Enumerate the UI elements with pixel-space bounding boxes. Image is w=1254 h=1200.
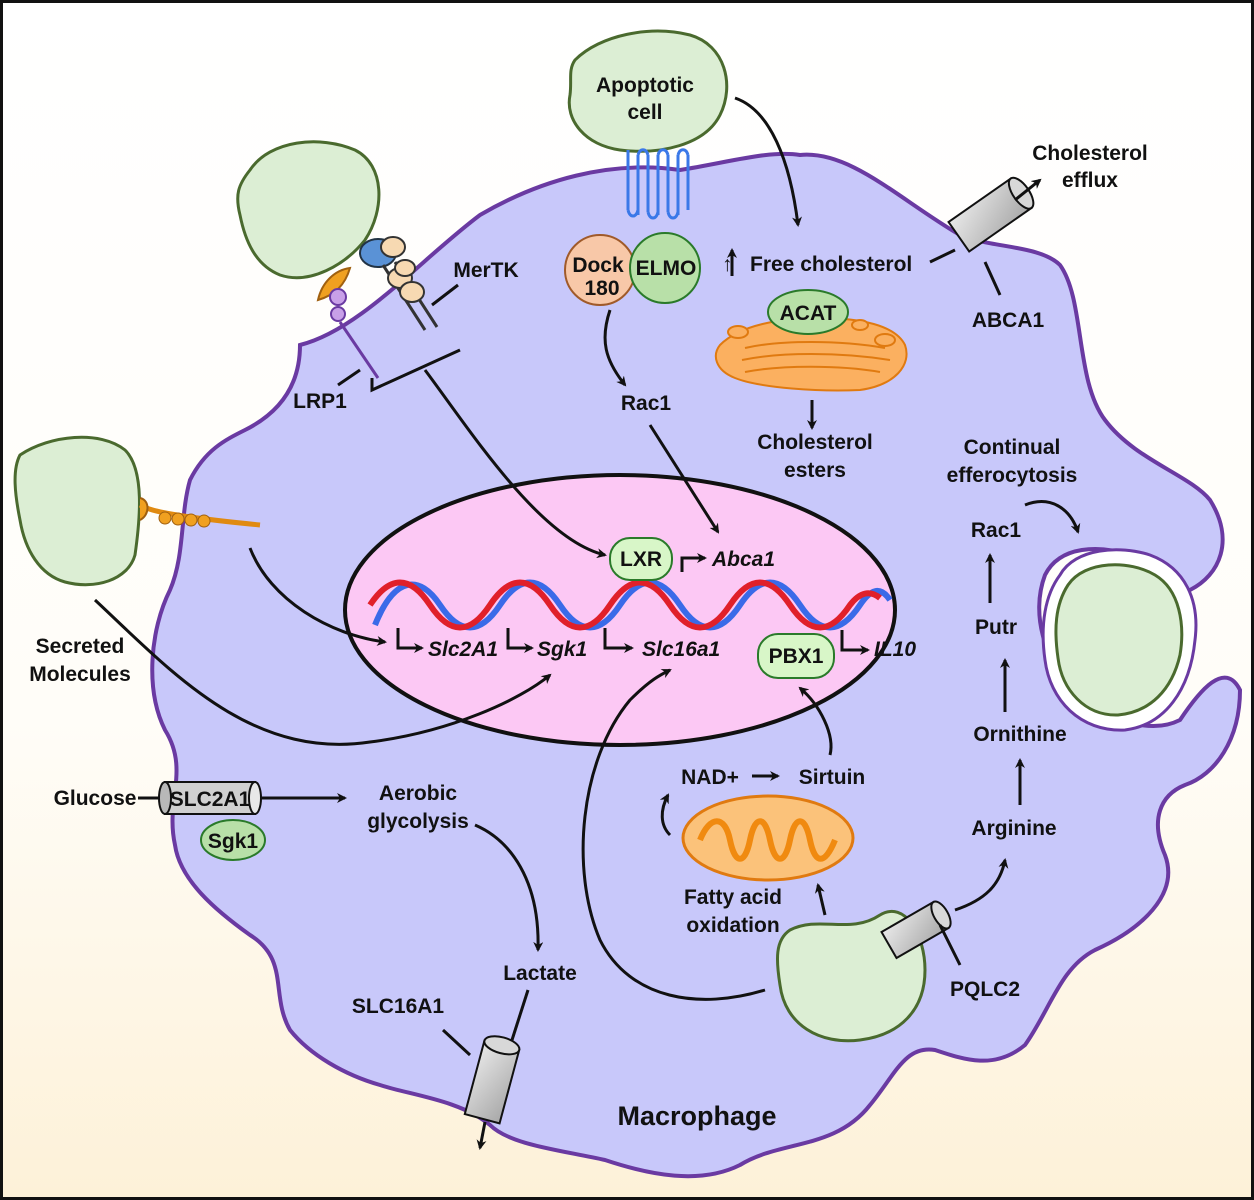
elmo-protein: [629, 232, 701, 304]
abca1-transporter: [947, 176, 1035, 253]
engulfed-apoptotic-cell: [1054, 563, 1184, 717]
aerobic-glycolysis-label-1: Aerobic: [379, 782, 458, 805]
aerobic-glycolysis-label-2: glycolysis: [367, 810, 469, 833]
continual-efferocytosis-label-1: Continual: [964, 436, 1061, 459]
mertk-receptor: [359, 236, 439, 331]
secreted-molecules-label-1: Secreted: [36, 635, 125, 658]
dock180-label-1: Dock: [572, 254, 624, 277]
il10-gene-label: IL10: [874, 638, 916, 661]
sgk1-protein-label: Sgk1: [208, 830, 259, 853]
lactate-label: Lactate: [503, 962, 577, 985]
rac1-right-label: Rac1: [971, 519, 1022, 542]
secreted-ligand: [138, 497, 261, 528]
apoptotic-cell-topleft: [236, 140, 381, 280]
glucose-label: Glucose: [54, 787, 137, 810]
gpcr-receptor: [626, 148, 690, 220]
slc2a1-gene-label: Slc2A1: [428, 638, 498, 661]
continual-efferocytosis-label-2: efferocytosis: [947, 464, 1078, 487]
arginine-label: Arginine: [971, 817, 1056, 840]
acat-label: ACAT: [780, 302, 837, 325]
macrophage-label: Macrophage: [617, 1101, 776, 1131]
slc16a1-gene-label: Slc16a1: [642, 638, 720, 661]
lrp1-receptor: [316, 266, 380, 379]
cholesterol-efflux-label-1: Cholesterol: [1032, 142, 1148, 165]
mertk-label: MerTK: [453, 259, 518, 282]
lxr-label: LXR: [620, 548, 662, 571]
slc16a1-transporter: [463, 1035, 521, 1125]
mitochondrion: [681, 794, 855, 882]
elmo-label: ELMO: [636, 257, 697, 280]
apoptotic-cell-top: [567, 29, 729, 153]
putr-label: Putr: [975, 616, 1017, 639]
sgk1-protein: [200, 819, 266, 861]
pbx1-box: [757, 633, 835, 679]
secreted-molecules-label-2: Molecules: [29, 663, 131, 686]
acat-enzyme: [767, 289, 849, 335]
apoptotic-cell-left: [13, 435, 141, 587]
pqlc2-label: PQLC2: [950, 978, 1020, 1001]
apoptotic-cell-label-2: cell: [627, 101, 662, 124]
pbx1-label: PBX1: [769, 645, 824, 668]
macrophage-diagram: Apoptotic cell Cholesterol efflux ↑ Free…: [13, 29, 1243, 1179]
fatty-acid-oxidation-label-1: Fatty acid: [684, 886, 782, 909]
ornithine-label: Ornithine: [973, 723, 1066, 746]
cholesterol-esters-label-2: esters: [784, 459, 846, 482]
fatty-acid-oxidation-label-2: oxidation: [686, 914, 779, 937]
lxr-box: [609, 537, 673, 581]
apoptotic-cell-label-1: Apoptotic: [596, 74, 694, 97]
lrp1-label: LRP1: [293, 390, 347, 413]
pathway-arrows: [93, 96, 1081, 1150]
cholesterol-efflux-label-2: efflux: [1062, 169, 1118, 192]
nad-label: NAD+: [681, 766, 739, 789]
rac1-top-label: Rac1: [621, 392, 672, 415]
slc16a1-protein-label: SLC16A1: [352, 995, 445, 1018]
up-arrow-glyph: ↑: [722, 253, 733, 276]
dna-strand-red: [367, 579, 882, 631]
slc2a1-protein-label: SLC2A1: [170, 788, 251, 811]
golgi-apparatus: [714, 316, 908, 392]
pqlc2-transporter: [880, 900, 952, 960]
abca1-gene-label: Abca1: [711, 548, 775, 571]
sgk1-gene-label: Sgk1: [537, 638, 587, 661]
slc2a1-transporter: [158, 781, 262, 815]
cholesterol-esters-label-1: Cholesterol: [757, 431, 873, 454]
abca1-protein-label: ABCA1: [972, 309, 1045, 332]
free-cholesterol-label: Free cholesterol: [750, 253, 912, 276]
dock180-label-2: 180: [584, 277, 619, 300]
sirtuin-label: Sirtuin: [799, 766, 866, 789]
